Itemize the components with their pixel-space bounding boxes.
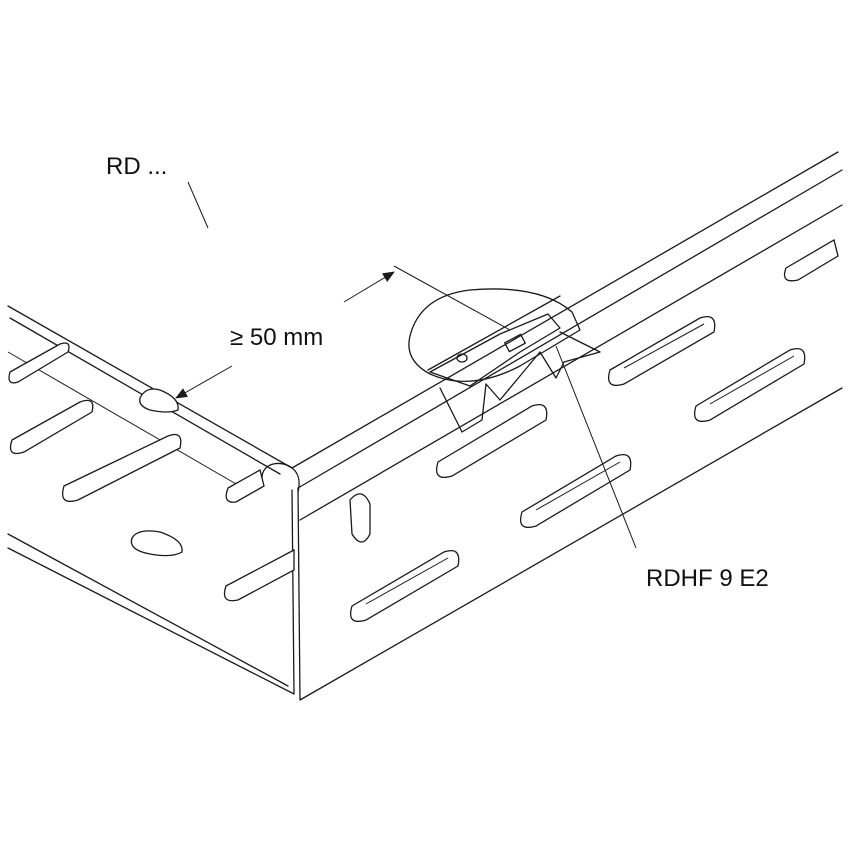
slot — [693, 347, 806, 423]
tray-perforations — [8, 239, 839, 623]
slot — [519, 453, 632, 529]
callout-tray: RD ... — [106, 153, 209, 229]
clip-dome — [408, 288, 581, 383]
tray-leader-line — [187, 181, 209, 229]
dimension-line-right — [343, 271, 395, 303]
slot — [349, 493, 371, 543]
tray-side-bottom — [299, 387, 843, 701]
slot — [9, 399, 94, 455]
clip-leg-left — [439, 383, 487, 433]
tray-corner-bead — [261, 462, 300, 493]
slot — [223, 548, 295, 602]
slot-inner-edge — [623, 323, 705, 369]
tray-floor-front-edge — [7, 547, 295, 695]
slot — [61, 433, 182, 503]
clip-plate — [429, 313, 561, 387]
clip-hole — [456, 353, 468, 363]
dimension-label: ≥ 50 mm — [230, 324, 323, 351]
tray-side-front-edge-inner — [291, 489, 295, 695]
slot-inner-edge — [365, 557, 449, 605]
slot-inner-edge — [709, 355, 795, 405]
clip-label: RDHF 9 E2 — [646, 565, 769, 592]
slot — [225, 469, 265, 503]
slot-inner-edge — [535, 461, 621, 511]
dimension-extension-line — [393, 265, 511, 331]
slot — [8, 342, 70, 384]
hold-down-clip — [408, 288, 601, 433]
tray-inner-floor-line — [7, 351, 251, 493]
slot — [435, 403, 548, 479]
clip-leg-right — [539, 331, 601, 379]
dimension-line-left — [175, 365, 233, 399]
clip-window — [504, 333, 526, 353]
tray-side-front-edge — [297, 487, 301, 701]
tray-rim-top-edge — [297, 169, 843, 489]
tray-label: RD ... — [106, 153, 167, 180]
clip-leader-line — [555, 345, 637, 549]
slot — [349, 549, 460, 623]
slot — [783, 239, 839, 282]
tray-rim-fold — [299, 204, 843, 521]
clip-dome-base — [427, 295, 561, 371]
cable-tray — [7, 151, 843, 701]
tray-floor-front-edge-inner — [7, 533, 289, 687]
callout-clip: RDHF 9 E2 — [555, 345, 769, 592]
slot — [139, 388, 179, 413]
slot — [130, 530, 183, 557]
dimension-annotation: ≥ 50 mm — [175, 265, 511, 399]
clip-leg-center — [485, 351, 541, 401]
slot — [607, 315, 716, 387]
